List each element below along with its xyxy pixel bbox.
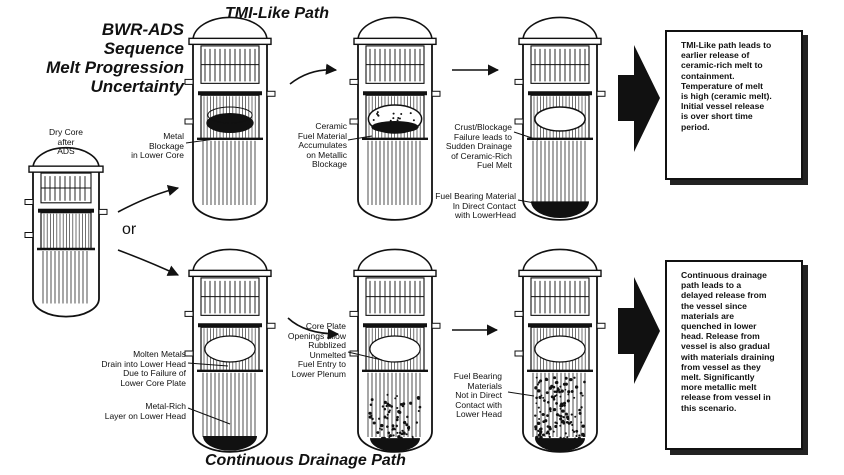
tmi-path-explanation-box: TMI-Like path leads to earlier release o… bbox=[665, 30, 803, 180]
label-core-plate-openings: Core Plate Openings allow Rubblized Unme… bbox=[288, 322, 346, 379]
label-line: Layer on Lower Head bbox=[105, 412, 186, 422]
box-line: is high (ceramic melt). bbox=[681, 91, 795, 101]
arrow-top-1 bbox=[290, 70, 336, 84]
box-line: release from vessel in bbox=[681, 392, 795, 402]
box-line: ceramic-rich melt to bbox=[681, 60, 795, 70]
drainage-path-title: Continuous Drainage Path bbox=[205, 453, 406, 470]
label-molten-metals: Molten Metals Drain into Lower Head Due … bbox=[101, 350, 186, 388]
label-fuel-not-in-contact: Fuel Bearing Materials Not in Direct Con… bbox=[454, 372, 502, 420]
box-line: Initial vessel release bbox=[681, 101, 795, 111]
arrow-to-tmi-path bbox=[118, 188, 178, 212]
label-fuel-direct-contact: Fuel Bearing Material In Direct Contact … bbox=[435, 192, 516, 221]
box-line: quenched in lower bbox=[681, 321, 795, 331]
label-line: Blockage bbox=[298, 160, 347, 170]
or-label: or bbox=[122, 222, 136, 239]
arrow-to-drainage-path bbox=[118, 250, 178, 275]
label-line: with LowerHead bbox=[435, 211, 516, 221]
block-arrow-bottom bbox=[618, 277, 660, 384]
box-line: this scenario. bbox=[681, 403, 795, 413]
vessel-tmi-2 bbox=[350, 17, 440, 219]
vessel-drain-3 bbox=[515, 249, 605, 451]
label-line: Lower Core Plate bbox=[101, 379, 186, 389]
title-line-4: Uncertainty bbox=[46, 77, 184, 96]
vessel-initial bbox=[25, 148, 107, 317]
box-line: TMI-Like path leads to bbox=[681, 40, 795, 50]
label-line: in Lower Core bbox=[131, 151, 184, 161]
box-line: from vessel as they bbox=[681, 362, 795, 372]
box-line: melt. Significantly bbox=[681, 372, 795, 382]
title-line-2: Sequence bbox=[46, 39, 184, 58]
box-line: more metallic melt bbox=[681, 382, 795, 392]
vessel-tmi-1 bbox=[185, 17, 275, 219]
label-ceramic-fuel: Ceramic Fuel Material Accumulates on Met… bbox=[298, 122, 347, 170]
vessel-drain-1 bbox=[185, 249, 275, 451]
label-line: Lower Head bbox=[454, 410, 502, 420]
box-line: materials are bbox=[681, 311, 795, 321]
diagram-title: BWR-ADS Sequence Melt Progression Uncert… bbox=[46, 20, 184, 96]
box-line: head. Release from bbox=[681, 331, 795, 341]
title-line-3: Melt Progression bbox=[46, 58, 184, 77]
block-arrow-top bbox=[618, 45, 660, 152]
box-line: delayed release from bbox=[681, 290, 795, 300]
box-line: is over short time bbox=[681, 111, 795, 121]
box-line: Temperature of melt bbox=[681, 81, 795, 91]
label-metal-rich-layer: Metal-Rich Layer on Lower Head bbox=[105, 402, 186, 421]
label-metal-blockage: Metal Blockage in Lower Core bbox=[131, 132, 184, 161]
box-line: earlier release of bbox=[681, 50, 795, 60]
label-line: Lower Plenum bbox=[288, 370, 346, 380]
drainage-path-explanation-box: Continuous drainage path leads to a dela… bbox=[665, 260, 803, 450]
vessel-drain-2 bbox=[350, 249, 440, 451]
box-line: containment. bbox=[681, 71, 795, 81]
title-line-1: BWR-ADS bbox=[46, 20, 184, 39]
label-dry-core: Dry Core after ADS bbox=[36, 128, 96, 157]
box-line: with materials draining bbox=[681, 352, 795, 362]
label-line: Fuel Melt bbox=[446, 161, 512, 171]
box-line: vessel is also gradual bbox=[681, 341, 795, 351]
label-line: ADS bbox=[36, 147, 96, 157]
box-line: path leads to a bbox=[681, 280, 795, 290]
label-crust-failure: Crust/Blockage Failure leads to Sudden D… bbox=[446, 123, 512, 171]
tmi-path-title: TMI-Like Path bbox=[225, 6, 329, 23]
box-line: Continuous drainage bbox=[681, 270, 795, 280]
vessel-tmi-3 bbox=[515, 17, 605, 219]
box-line: the vessel since bbox=[681, 301, 795, 311]
box-line: period. bbox=[681, 122, 795, 132]
